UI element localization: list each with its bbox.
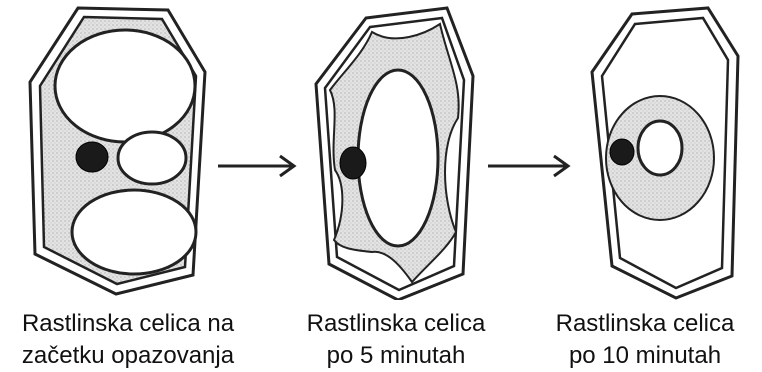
nucleus	[610, 139, 634, 165]
vacuole	[638, 121, 682, 175]
caption-line: Rastlinska celica na	[13, 308, 243, 340]
caption-line: Rastlinska celica	[530, 308, 760, 340]
caption-line: po 10 minutah	[530, 340, 760, 372]
arrow-right	[218, 156, 294, 176]
caption-line: po 5 minutah	[281, 340, 511, 372]
vacuole-middle	[118, 132, 186, 184]
caption-10-min: Rastlinska celica po 10 minutah	[530, 308, 760, 372]
arrow-right	[488, 156, 568, 176]
caption-5-min: Rastlinska celica po 5 minutah	[281, 308, 511, 372]
vacuole-top	[55, 30, 195, 142]
vacuole-bottom	[72, 190, 196, 274]
caption-line: začetku opazovanja	[13, 340, 243, 372]
cell-10-min	[592, 8, 738, 298]
cell-5-min	[316, 8, 473, 300]
cell-start	[30, 8, 205, 294]
vacuole	[358, 70, 438, 246]
caption-start: Rastlinska celica na začetku opazovanja	[13, 308, 243, 372]
caption-line: Rastlinska celica	[281, 308, 511, 340]
nucleus	[76, 142, 108, 172]
plasmolysis-diagram	[0, 0, 762, 300]
nucleus	[340, 147, 366, 179]
